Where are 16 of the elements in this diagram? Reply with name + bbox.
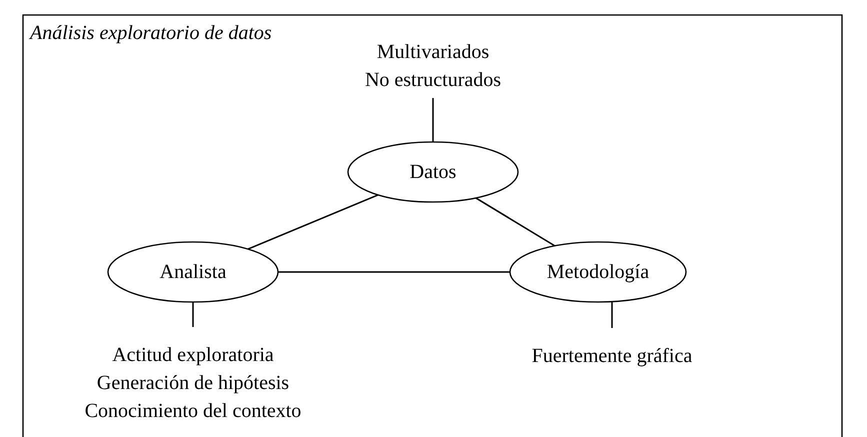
annotation-text: Multivariados [376, 40, 490, 65]
annotation-text: Fuertemente gráfica [530, 344, 694, 369]
connector-line [248, 194, 378, 250]
node-label: Analista [160, 260, 226, 285]
annotation-text: Generación de hipótesis [96, 371, 290, 396]
node-label: Datos [410, 160, 456, 185]
node-label: Metodología [546, 260, 650, 285]
leader-line [432, 98, 434, 142]
annotation-text: Conocimiento del contexto [84, 399, 302, 424]
connector-line [278, 271, 510, 273]
annotation-text: No estructurados [364, 68, 502, 93]
leader-line [611, 302, 613, 328]
leader-line [192, 302, 194, 327]
diagram-title: Análisis exploratorio de datos [30, 21, 272, 46]
connector-line [475, 197, 556, 246]
annotation-text: Actitud exploratoria [111, 343, 275, 368]
